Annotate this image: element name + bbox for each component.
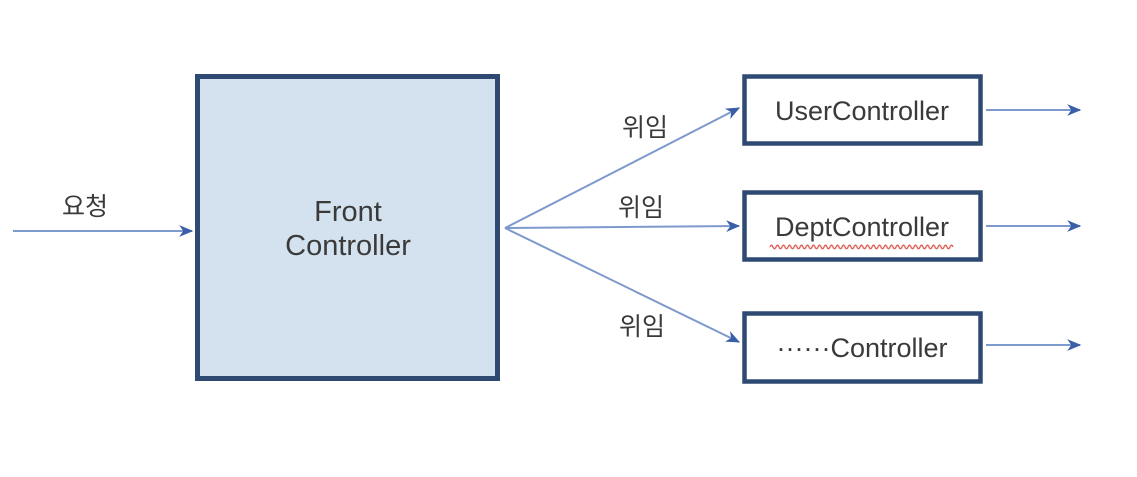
spellcheck-squiggle xyxy=(769,244,954,250)
user-controller-label: UserController xyxy=(775,96,949,126)
request-label: 요청 xyxy=(62,193,108,221)
front-controller-box xyxy=(195,74,500,381)
dept-controller-label: DeptController xyxy=(775,212,949,242)
delegate-arrow-other xyxy=(504,227,741,343)
user-controller-box xyxy=(742,74,983,146)
delegation-label-3: 위임 xyxy=(619,313,665,341)
delegate-arrow-dept xyxy=(504,220,741,232)
delegation-label-2: 위임 xyxy=(618,194,664,222)
other-controller-label: ······Controller xyxy=(777,333,948,363)
front-controller-label-line2: Controller xyxy=(285,230,411,262)
other-controller-box xyxy=(742,311,983,384)
front-controller-label-line1: Front xyxy=(314,196,382,228)
delegate-arrow-user xyxy=(504,107,741,229)
delegation-label-1: 위임 xyxy=(622,114,668,142)
